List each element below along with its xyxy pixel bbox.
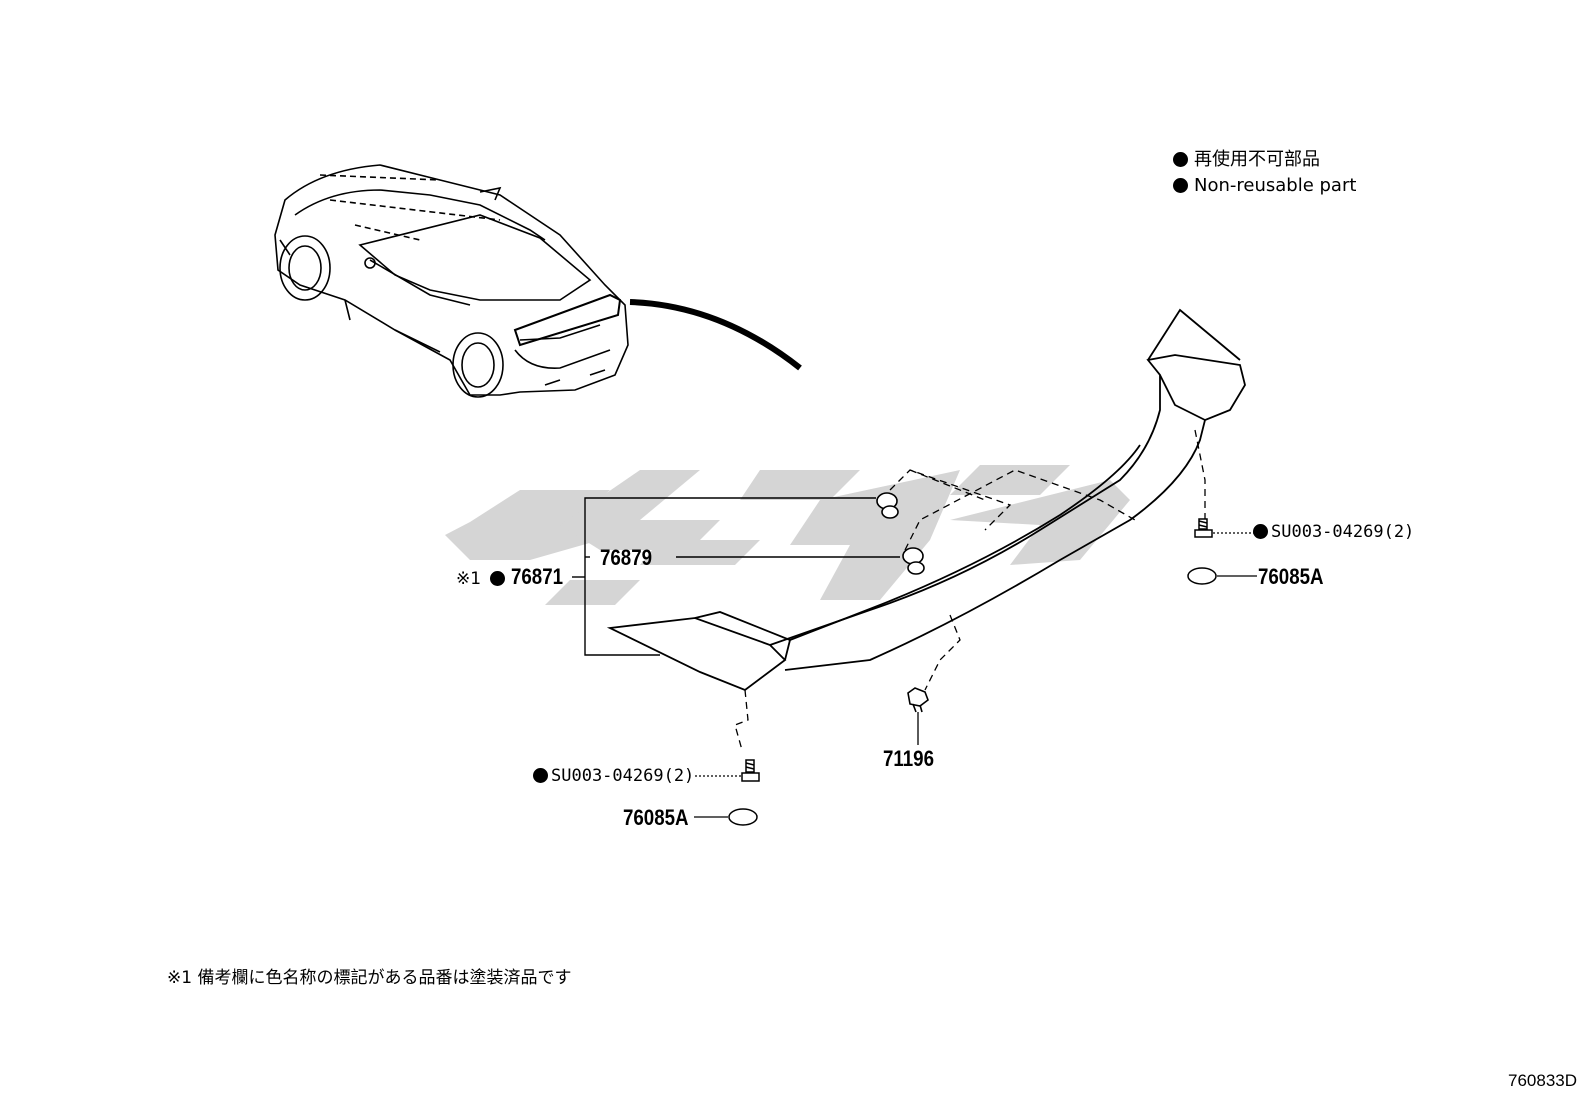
part-number-71196: 71196 xyxy=(883,746,934,771)
legend-non-reusable-jp: 再使用不可部品 xyxy=(1173,151,1320,169)
part-number-bolt-right: SU003-04269(2) xyxy=(1271,522,1415,542)
part-number-cap-right: 76085A xyxy=(1258,564,1324,589)
bolt-right-icon xyxy=(1194,518,1213,538)
clip-71196-icon xyxy=(907,687,929,713)
non-reusable-dot-icon xyxy=(1253,524,1268,539)
non-reusable-dot-icon xyxy=(1173,178,1188,193)
part-76879-label: 76879 xyxy=(600,547,652,569)
cap-right-icon xyxy=(1187,567,1217,585)
non-reusable-dot-icon xyxy=(1173,152,1188,167)
bolt-right-label: SU003-04269(2) xyxy=(1253,524,1414,541)
bolt-left-icon xyxy=(741,759,760,782)
part-76871-label: ※1 76871 xyxy=(456,566,572,588)
footnote: ※1 備考欄に色名称の標記がある品番は塗装済品です xyxy=(167,968,572,988)
part-71196-label: 71196 xyxy=(883,748,934,770)
bolt-left-label: SU003-04269(2) xyxy=(533,768,694,785)
watermark-logo xyxy=(445,465,1130,605)
legend-jp-text: 再使用不可部品 xyxy=(1194,149,1320,170)
push-clip-icon xyxy=(876,492,925,575)
legend-en-text: Non-reusable part xyxy=(1194,175,1357,196)
non-reusable-dot-icon xyxy=(490,571,506,586)
car-spoiler-leader xyxy=(629,299,802,371)
part-number-76871: 76871 xyxy=(511,564,564,589)
car-rear-view-icon xyxy=(274,164,629,398)
part-number-cap-left: 76085A xyxy=(623,805,689,830)
cap-left-icon xyxy=(728,808,758,826)
rear-spoiler-icon xyxy=(606,308,1246,692)
cap-right-label: 76085A xyxy=(1258,566,1324,588)
assembly-prefix: ※1 xyxy=(456,569,482,589)
non-reusable-dot-icon xyxy=(533,768,548,783)
part-number-bolt-left: SU003-04269(2) xyxy=(551,766,695,786)
part-number-76879: 76879 xyxy=(600,545,653,570)
legend-non-reusable-en: Non-reusable part xyxy=(1173,177,1356,195)
mounting-dashed-lines xyxy=(734,429,1206,751)
cap-left-label: 76085A xyxy=(623,807,689,829)
assembly-bracket xyxy=(572,497,900,656)
diagram-code: 760833D xyxy=(1508,1071,1578,1090)
